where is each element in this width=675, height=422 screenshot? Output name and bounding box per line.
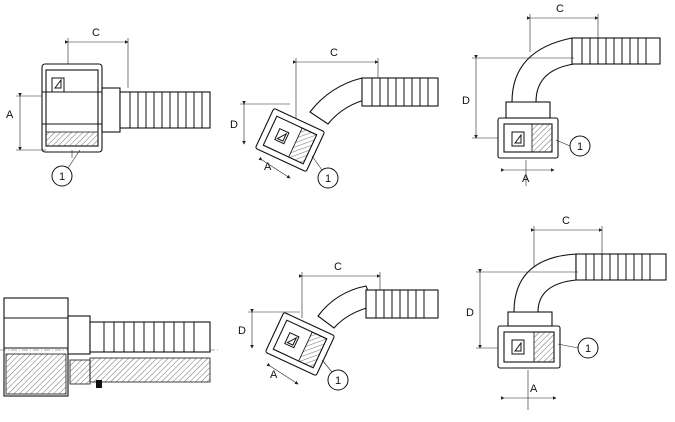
dim-a-label: A xyxy=(6,109,14,121)
dim-d-label: D xyxy=(230,119,238,131)
dim-a-label: A xyxy=(530,383,538,395)
dim-c-label: C xyxy=(330,47,338,59)
logo-mark xyxy=(284,331,300,349)
fitting-90-bottom: C D A 1 xyxy=(466,215,667,410)
dim-a-label: A xyxy=(264,161,272,173)
logo-mark xyxy=(511,339,525,355)
fitting-90-top: C D A 1 xyxy=(462,3,661,186)
fitting-straight-top: C A 1 xyxy=(6,27,211,187)
dim-c-label: C xyxy=(334,261,342,273)
fitting-45-top: C D A 1 xyxy=(230,47,439,189)
logo-mark xyxy=(274,127,290,145)
dim-a-label: A xyxy=(270,369,278,381)
logo-mark xyxy=(511,131,525,147)
logo-mark xyxy=(51,77,65,93)
callout-1: 1 xyxy=(577,141,583,153)
dim-d-label: D xyxy=(462,95,470,107)
dim-c-label: C xyxy=(92,27,100,39)
callout-1: 1 xyxy=(585,343,591,355)
dim-d-label: D xyxy=(466,307,474,319)
fitting-45-bottom: C D A 1 xyxy=(238,261,439,391)
callout-1: 1 xyxy=(59,171,65,183)
callout-1: 1 xyxy=(335,375,341,387)
dim-c-label: C xyxy=(556,3,564,15)
dim-a-label: A xyxy=(522,173,530,185)
callout-1: 1 xyxy=(325,173,331,185)
dim-c-label: C xyxy=(562,215,570,227)
fitting-straight-section xyxy=(0,297,220,397)
dim-d-label: D xyxy=(238,325,246,337)
